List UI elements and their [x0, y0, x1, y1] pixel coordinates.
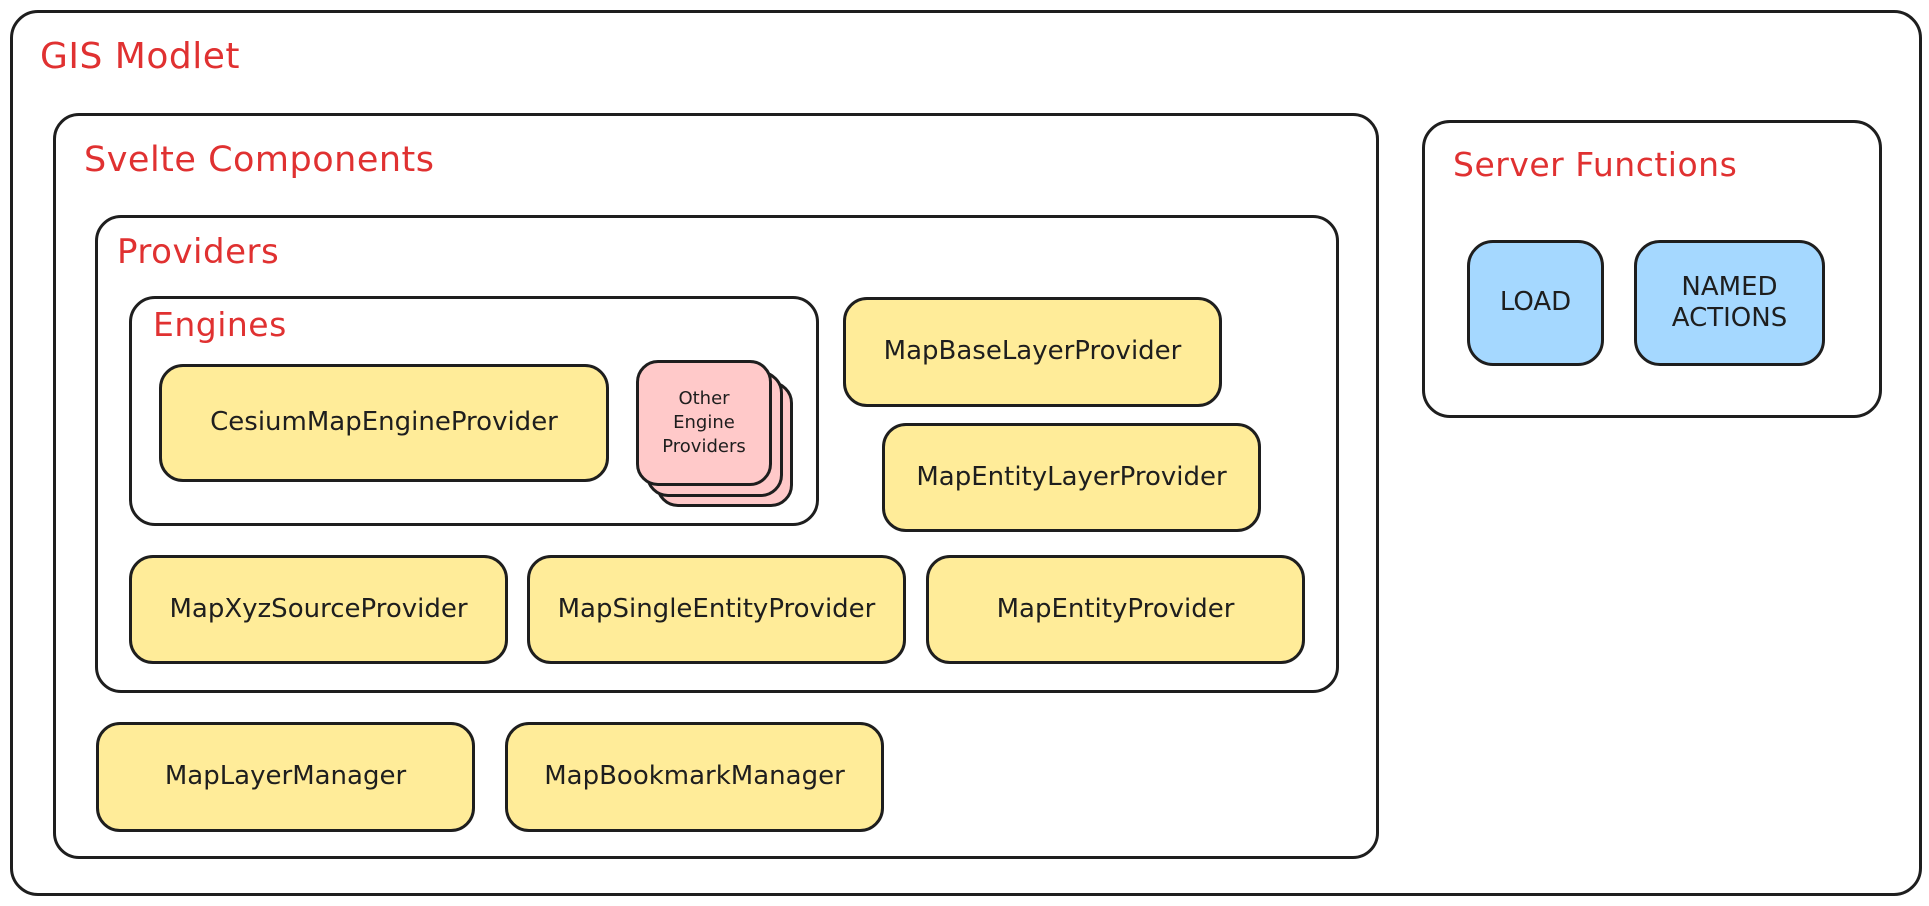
load-function-node: LOAD [1467, 240, 1604, 366]
map-entity-provider-node: MapEntityProvider [926, 555, 1305, 664]
named-actions-function-node: NAMED ACTIONS [1634, 240, 1825, 366]
providers-title: Providers [117, 232, 280, 272]
map-xyz-source-provider-node: MapXyzSourceProvider [129, 555, 508, 664]
map-base-layer-provider-node: MapBaseLayerProvider [843, 297, 1222, 407]
map-single-entity-provider-node: MapSingleEntityProvider [527, 555, 906, 664]
map-entity-layer-provider-node: MapEntityLayerProvider [882, 423, 1261, 532]
engines-title: Engines [153, 305, 287, 344]
gis-modlet-title: GIS Modlet [40, 36, 241, 77]
map-bookmark-manager-node: MapBookmarkManager [505, 722, 884, 832]
other-engine-providers-node: Other Engine Providers [636, 360, 772, 486]
svelte-components-title: Svelte Components [84, 140, 435, 180]
map-layer-manager-node: MapLayerManager [96, 722, 475, 832]
server-functions-title: Server Functions [1453, 145, 1738, 184]
cesium-map-engine-provider-node: CesiumMapEngineProvider [159, 364, 609, 482]
